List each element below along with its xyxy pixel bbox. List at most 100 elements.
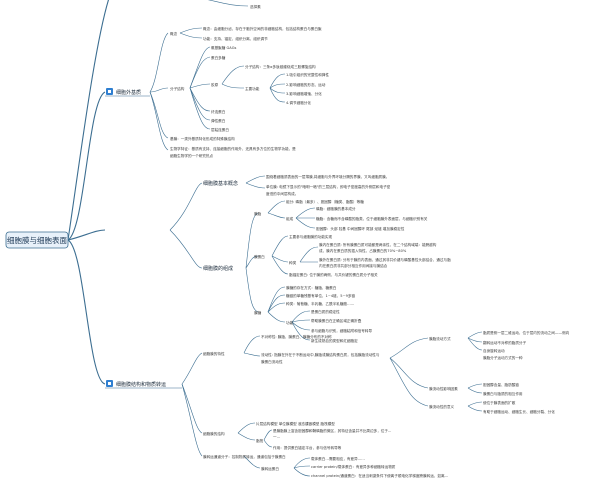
leaf-basic-b1b: 单位膜: 电镜下显示的"暗明一暗"的三层结构，即电子密度高的外侧层和电子密 [266,184,391,189]
connector-protein-g [271,255,289,275]
branch-ecm[interactable]: 细胞外基质 [105,88,150,97]
leaf-ecm-m3b: 主要功能 [245,86,260,91]
leaf-basic-b1a: 围绕着细胞质表面的一层薄膜,将细胞与外界环境分隔的界膜，又叫细胞质膜。 [266,174,389,179]
connector-struct-b1 [181,352,203,385]
leaf-basic-sugar-g: 参与细胞与识别，细胞粘附和信号转导 [311,328,372,333]
leaf-basic-sugar-d: 功能 [286,320,294,325]
connector-root-top [67,0,110,241]
connector-sugar-b [267,294,286,313]
leaf-basic-lipid-b: 磷脂：细胞膜的基本成分 [316,206,356,211]
connector-struct-b3 [181,383,203,457]
branch-struct[interactable]: 细胞膜结构和物质转运 [105,380,182,389]
leaf-struct-move-d: 膜脂分子运动方式的一种 [483,355,523,360]
connector-move [389,337,429,359]
leaf-basic-lipid-d: 糖脂：含糖而不含磷酸的脂类，位于细胞膜外表面层，与细胞识别有关 [316,216,428,221]
leaf-struct-raft-c: 作用：提供蛋白锚定平台，参与信号转导等 [273,445,342,450]
leaf-basic-sugar-a: 膜糖的存在方式：糖脂、糖蛋白 [286,285,337,290]
leaf-basic-sugar-f: 帮助膜蛋白在正确区域正确折叠 [311,318,362,323]
root-node-label: 细胞膜与细胞表面 [7,235,67,245]
connector-struct-b1b [243,352,261,357]
connector-basic-b2 [169,229,203,269]
leaf-ecm-m3b4: 4.调节细胞分化 [286,100,311,105]
leaf-struct-b1b: 流动性: 指膜在外在于不断运动中,膜脂或膜结构蛋白质，包括膜脂流动性与 [261,352,380,357]
connector-root-ecm [67,91,106,241]
connector-func-2 [269,83,286,89]
leaf-ecm-m5: 弹性蛋白 [211,118,226,123]
connector-basic-b1a [245,175,266,184]
connector-raft-c [263,439,273,448]
branch-basic-b2-label: 细胞膜的组成 [203,265,233,272]
connector-ecm-mol [149,87,169,93]
connector-struct-b1a [243,335,261,354]
leaf-ecm-m3: 胶原 [211,82,219,87]
leaf-basic-protein-e: 膜外在蛋白质: 分布于膜的内表面，通过其非共价键与磷酸基性头部结合，通过与脂 [319,257,451,262]
connector-carrier [243,455,261,469]
leaf-basic-sugar-b: 糖链的单糖残基有单位，1~4链，5~9多链 [286,293,355,298]
leaf-struct-carrier-c: channel protein/通道蛋白：在适当刺激条件下使离子顺电化学梯度跨膜… [311,473,448,478]
leaf-basic-sugar-c: 种类：葡萄糖、半乳糖、乙酰半乳糖胺…… [286,301,355,306]
leaf-basic-lipid: 膜脂 [254,211,262,216]
connector-factor [389,357,429,389]
connector-func-3 [269,87,286,94]
leaf-ecm-m3b2: 2.影响细胞的形态、运动 [286,82,326,87]
leaf-ecm-m3b3: 3.影响细胞增殖、分化 [286,91,322,96]
branch-ecm-label: 细胞外基质 [116,89,141,96]
leaf-struct-meaning-a: 使位于膜表面的扩散 [483,400,516,405]
connector-protein-a [271,235,289,257]
leaf-texts: 选择素 概念 概念：由细胞分泌，存在于胞外空间的非细胞结构，包括结构蛋白与蛋白聚… [170,4,570,478]
connector-move-c [467,337,483,351]
leaf-basic-protein-g: 脂锚定蛋白: 位于膜的两侧，与共价键的蛋白质分子相关 [289,272,378,277]
leaf-basic-protein-c: 膜内在蛋白质: 所有膜蛋白质可能都是两亲性，在二个结构域端：能跨越构 [319,242,437,247]
connector-b2a [237,422,256,434]
connector-lipid-e [295,217,316,229]
connector-struct-b2 [181,383,203,434]
connector-mol-5 [189,87,211,121]
connector-ecm-extra [149,91,169,139]
leaf-basic-lipid-e: 胆固醇：头部 羟基 中间固醇环 尾部 烃链 增加膜稳定性 [316,226,405,231]
connector-mol-6 [189,87,211,130]
branch-struct-label: 细胞膜结构和物质转运 [116,381,166,388]
leaf-struct-b1: 细胞膜的特性 [203,351,225,356]
connector-lipid-b [295,207,316,219]
leaf-struct-b3: 膜转运通道分子：控制物质转运，通道包括于膜蛋白 [203,454,286,459]
root-node-box[interactable] [5,231,69,249]
leaf-ecm-m2: 蛋白多糖 [211,55,226,60]
connector-raft [237,432,256,441]
connector-factor-b [467,387,483,394]
connector-mol-1 [189,46,211,89]
leaf-struct-carrier-b: carrier protein/载体蛋白：有差异多种细胞转运物质 [311,464,396,469]
connector-meaning [389,357,429,407]
leaf-struct-carrier-a: 载体蛋白…需要相应，有差异…… [311,456,365,461]
leaf-struct-raft-a: 是膜脂膜上富含胆固醇和鞘磷脂的微区，其特征含量并不比周边多，位于... [273,428,391,433]
connector-collagen-a [221,65,245,85]
connector-carrier-c [293,467,311,477]
leaf-basic-lipid-a: 组分: 磷脂（最多）、胆固醇（糖类、脂酸）等糖 [286,199,364,204]
branch-basic-b1-label: 细胞膜基本概念 [203,180,238,187]
leaf-ecm-concept-1: 概念：由细胞分泌，存在于胞外空间的非细胞结构，包括结构蛋白与蛋白聚 [203,26,322,31]
leaf-ecm-concept: 概念 [170,31,178,36]
leaf-struct-meaning: 膜流动性的意义 [429,404,455,409]
connector-factor-a [467,383,483,389]
leaf-ecm-m3b1: 1.吸引组织的完整性和弹性 [286,72,329,77]
leaf-ecm-m6: 层粘连蛋白 [211,127,229,132]
connector-mol-2 [189,56,211,89]
leaf-basic-sugar-h: 新生成熟血的类型和红细胞定 [311,338,358,343]
connector-mol-4 [189,87,211,112]
leaf-struct-b2a: 片层结构模型 单位膜模型 液态镶嵌模型 脂筏模型 [256,421,335,426]
connector-lipid-c [267,212,286,219]
connector-lines [67,0,483,477]
leaf-top: 选择素 [250,4,261,9]
leaf-basic-protein-f: 内在蛋白质非共部分相互作用间接与膜结合 [319,263,388,268]
leaf-struct-move-b: 翻转运动不对称的脂质分子 [483,340,527,345]
connector-sugar-f [291,319,311,323]
connector-sugar-g [291,321,311,331]
leaf-basic-protein: 膜蛋白 [254,254,265,259]
branch-basic[interactable]: 细胞膜基本概念 细胞膜的组成 [203,180,238,272]
connector-carrier-b [293,465,311,469]
connector-concept-1 [179,27,203,34]
leaf-basic-protein-b: 种类 [289,260,297,265]
branch-ecm-icon-inner [108,90,111,93]
leaf-struct-raft: 脂筏 [256,438,264,443]
connector-mol-3 [189,83,211,89]
